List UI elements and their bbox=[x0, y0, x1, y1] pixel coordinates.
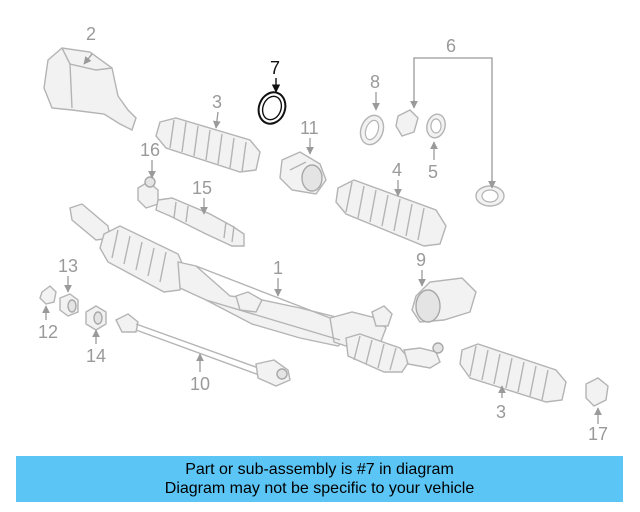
part-10-outer-tie-rod bbox=[115, 313, 291, 387]
part-5-bushing bbox=[426, 113, 446, 139]
callout-16: 16 bbox=[140, 140, 160, 160]
part-9-cover bbox=[411, 277, 477, 323]
callout-5: 5 bbox=[428, 162, 438, 182]
callout-17: 17 bbox=[588, 424, 608, 444]
part-15-inner-tie-rod bbox=[155, 197, 245, 247]
callout-9: 9 bbox=[416, 250, 426, 270]
part-1-steering-rack bbox=[69, 203, 444, 373]
callout-11: 11 bbox=[300, 118, 319, 138]
part-7-o-ring bbox=[257, 91, 287, 125]
part-11-housing bbox=[279, 151, 327, 195]
callout-3-lower: 3 bbox=[496, 402, 506, 422]
callout-10: 10 bbox=[190, 374, 210, 394]
part-3-upper-boot bbox=[155, 117, 261, 173]
callout-4: 4 bbox=[392, 160, 402, 180]
info-banner: Part or sub-assembly is #7 in diagram Di… bbox=[16, 456, 623, 502]
callout-12: 12 bbox=[38, 322, 58, 342]
callout-13: 13 bbox=[58, 256, 78, 276]
callout-6: 6 bbox=[446, 36, 456, 56]
banner-line-2: Diagram may not be specific to your vehi… bbox=[164, 480, 475, 497]
leader-lines bbox=[42, 53, 602, 424]
callout-7: 7 bbox=[270, 58, 280, 78]
callout-3-upper: 3 bbox=[212, 92, 222, 112]
part-3-lower-boot bbox=[459, 343, 567, 403]
part-16-tie-rod-end bbox=[137, 176, 159, 209]
banner-line-1: Part or sub-assembly is #7 in diagram bbox=[185, 461, 454, 478]
callout-1: 1 bbox=[273, 258, 283, 278]
part-12-nut bbox=[39, 285, 57, 305]
part-8-ring bbox=[359, 114, 385, 146]
callout-15: 15 bbox=[192, 178, 212, 198]
part-14-bushing bbox=[85, 305, 107, 331]
callout-8: 8 bbox=[370, 72, 380, 92]
parts-exploded-diagram: 2 3 7 11 8 6 5 4 16 15 1 9 13 12 14 10 3… bbox=[38, 24, 609, 444]
callout-2: 2 bbox=[86, 24, 96, 44]
part-17-clip bbox=[585, 377, 609, 407]
callout-14: 14 bbox=[86, 346, 106, 366]
part-4-boot bbox=[335, 179, 447, 247]
part-13-bushing bbox=[59, 293, 79, 317]
part-6-clamps bbox=[395, 109, 505, 207]
part-2-heat-shield bbox=[43, 47, 137, 131]
